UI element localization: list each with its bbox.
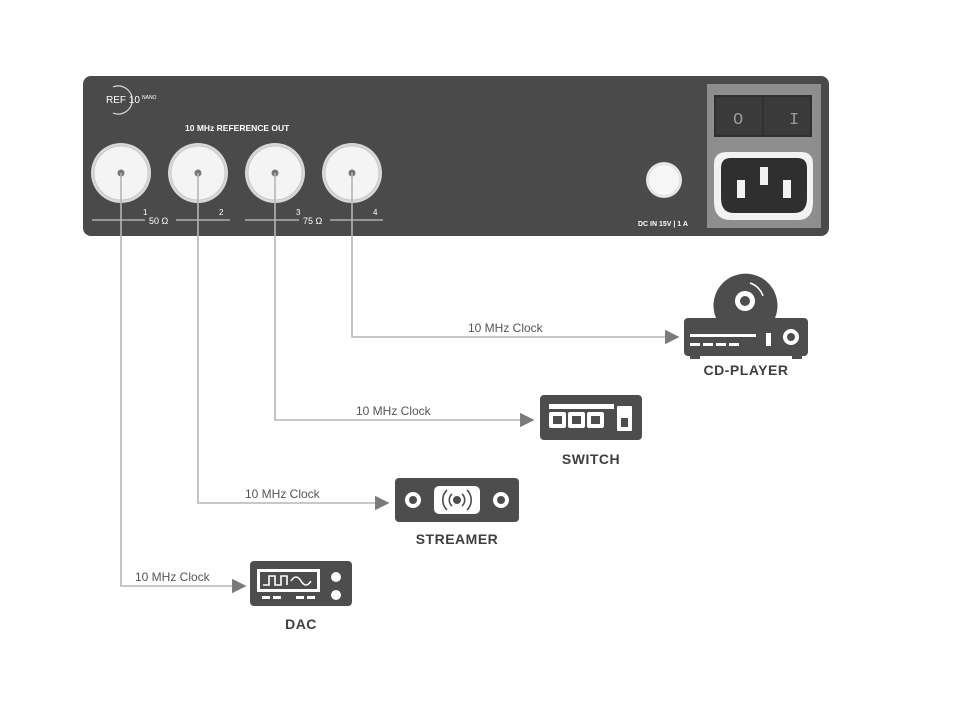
clock-wires <box>120 173 680 594</box>
wire-port-1 <box>120 173 247 594</box>
port-number-1: 1 <box>143 208 148 217</box>
reference-out-label: 10 MHz REFERENCE OUT <box>185 123 290 133</box>
dc-input-jack <box>646 162 682 198</box>
impedance-75-label: 75 Ω <box>303 216 323 226</box>
rear-panel: REF 10 NANO 10 MHz REFERENCE OUT 1 2 <box>83 76 829 236</box>
dac-icon <box>250 561 352 606</box>
clock-label-switch: 10 MHz Clock <box>356 404 432 418</box>
device-name-switch: SWITCH <box>562 451 620 467</box>
device-name-dac: DAC <box>285 616 317 632</box>
streamer-icon <box>395 478 519 522</box>
port-number-4: 4 <box>373 208 378 217</box>
wire-port-2 <box>197 173 390 511</box>
power-module: O I <box>707 84 821 228</box>
clock-label-cd-player: 10 MHz Clock <box>468 321 544 335</box>
switch-off-label: O <box>733 111 743 130</box>
network-switch-icon <box>540 395 642 440</box>
iec-power-socket <box>714 152 813 220</box>
device-name-streamer: STREAMER <box>416 531 499 547</box>
impedance-50-label: 50 Ω <box>149 216 169 226</box>
device-name-cd-player: CD-PLAYER <box>704 362 789 378</box>
cd-player-icon <box>684 273 808 359</box>
dc-input-label: DC IN 15V | 1 A <box>638 221 688 228</box>
brand-sub: NANO <box>142 95 157 101</box>
power-switch[interactable]: O I <box>714 95 812 137</box>
brand-logo: REF 10 NANO <box>106 85 157 115</box>
wire-port-3 <box>274 173 535 428</box>
clock-label-streamer: 10 MHz Clock <box>245 487 321 501</box>
clock-label-dac: 10 MHz Clock <box>135 570 211 584</box>
port-number-3: 3 <box>296 208 301 217</box>
port-number-2: 2 <box>219 208 224 217</box>
switch-on-label: I <box>789 111 799 130</box>
brand-name: REF 10 <box>106 95 140 106</box>
wire-port-4 <box>351 173 680 345</box>
